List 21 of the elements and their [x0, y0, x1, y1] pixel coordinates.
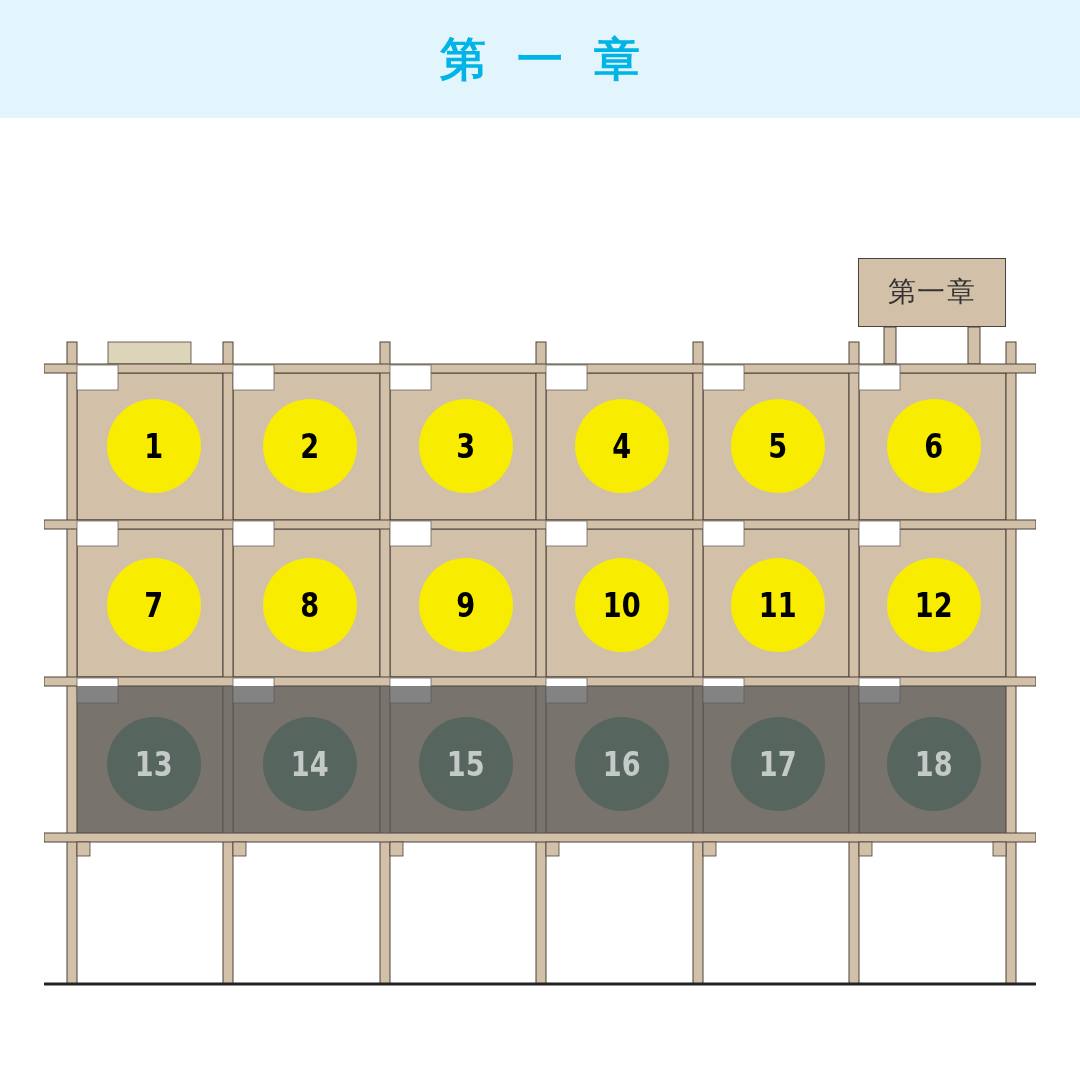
number-label: 10	[603, 588, 641, 622]
number-label: 16	[603, 747, 641, 781]
number-label: 2	[300, 429, 320, 463]
number-label: 1	[144, 429, 164, 463]
number-label: 13	[135, 747, 173, 781]
number-label: 17	[759, 747, 797, 781]
number-label: 14	[291, 747, 329, 781]
number-label: 3	[456, 429, 476, 463]
number-label: 6	[924, 429, 944, 463]
number-label: 11	[759, 588, 797, 622]
sign-board	[858, 258, 1006, 327]
number-label: 8	[300, 588, 320, 622]
number-label: 15	[447, 747, 485, 781]
number-label: 7	[144, 588, 164, 622]
number-label: 18	[915, 747, 953, 781]
number-label: 9	[456, 588, 476, 622]
number-label: 4	[612, 429, 632, 463]
number-label: 12	[915, 588, 953, 622]
chapter-title: 第一章	[438, 33, 672, 85]
sign-text: 第一章	[887, 276, 977, 309]
number-label: 5	[768, 429, 788, 463]
